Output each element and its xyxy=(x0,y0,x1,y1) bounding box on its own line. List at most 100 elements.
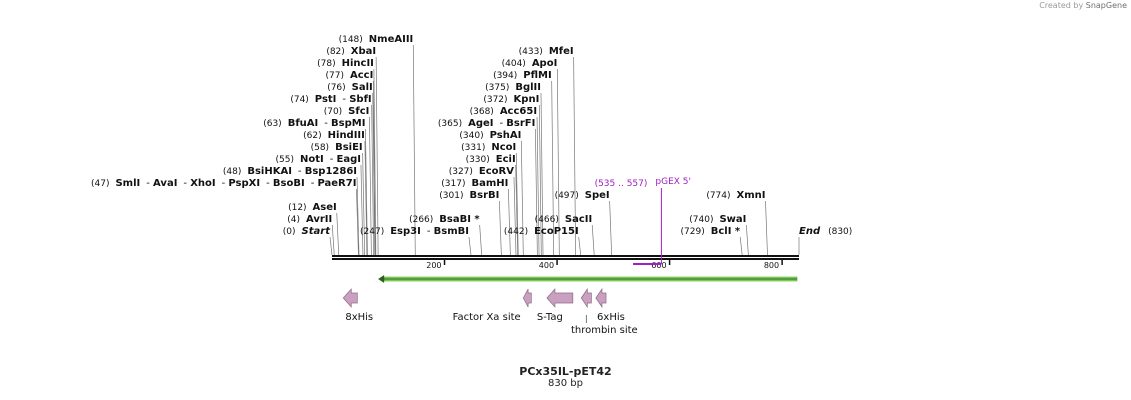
site-label: BfuAI xyxy=(288,118,319,129)
site-label: BsiEI xyxy=(335,142,363,153)
site-label: EcoP15I xyxy=(534,226,579,237)
site-label: BsaBI * xyxy=(439,214,480,225)
site-position: (77) xyxy=(326,71,344,81)
site-position: (76) xyxy=(327,83,345,93)
site-leader-line xyxy=(364,140,368,256)
site-label: XbaI xyxy=(351,46,376,57)
site-position: (774) xyxy=(706,191,730,201)
feature-label: 8xHis xyxy=(345,312,373,323)
site-position: (266) xyxy=(409,215,433,225)
site-separator: - xyxy=(342,94,346,105)
site-position: (4) xyxy=(287,215,300,225)
site-leader-line xyxy=(513,176,517,256)
site-position: (394) xyxy=(493,71,517,81)
site-leader-line xyxy=(746,224,749,256)
site-label: NcoI xyxy=(491,142,516,153)
feature-arrow xyxy=(342,288,358,308)
feature-arrow xyxy=(595,287,607,309)
site-label: XmnI xyxy=(737,190,766,201)
site-label: SalI xyxy=(352,82,373,93)
scale-tick-label: 600 xyxy=(651,261,666,270)
orf-arrowhead xyxy=(378,275,385,283)
site-label: SpeI xyxy=(585,190,610,201)
site-label: SacII xyxy=(565,214,592,225)
site-label: EagI xyxy=(336,154,360,165)
site-label: BamHI xyxy=(471,178,508,189)
site-leader-line xyxy=(356,176,360,256)
site-position: (47) xyxy=(91,179,109,189)
site-position: (466) xyxy=(535,215,559,225)
watermark-prefix: Created by xyxy=(1039,1,1084,10)
watermark-brand: SnapGene xyxy=(1085,1,1127,10)
site-label: Bsp1286I xyxy=(305,166,357,177)
site-position: (497) xyxy=(555,191,579,201)
feature-label: 6xHis xyxy=(597,312,625,323)
site-separator: - xyxy=(298,166,302,177)
site-position: (830) xyxy=(828,227,852,237)
site-position: (442) xyxy=(504,227,528,237)
site-label: PshAI xyxy=(490,130,522,141)
site-label: BclI * xyxy=(711,226,741,237)
site-leader-line xyxy=(573,56,576,256)
site-leader-line xyxy=(515,164,519,256)
site-leader-line xyxy=(765,200,768,256)
scale-tick-label: 200 xyxy=(426,261,441,270)
site-label: AccI xyxy=(350,70,373,81)
scale-tick-label: 800 xyxy=(764,261,779,270)
backbone-top-strand xyxy=(332,255,799,257)
site-position: (55) xyxy=(275,155,293,165)
site-leader-line xyxy=(538,104,542,256)
site-position: (247) xyxy=(360,227,384,237)
site-label: PstI xyxy=(315,94,337,105)
site-position: (74) xyxy=(290,95,308,105)
site-position: (48) xyxy=(223,167,241,177)
feature-label: thrombin site xyxy=(571,325,638,336)
site-position: (433) xyxy=(519,47,543,57)
plasmid-length: 830 bp xyxy=(548,378,583,389)
site-separator: - xyxy=(266,178,270,189)
site-label: SbfI xyxy=(349,94,371,105)
site-leader-line xyxy=(373,68,377,256)
site-label: PflMI xyxy=(523,70,551,81)
site-label: BspMI xyxy=(331,118,365,129)
site-leader-line xyxy=(329,236,333,256)
feature-label: S-Tag xyxy=(537,312,563,323)
site-label: EciI xyxy=(496,154,516,165)
site-leader-line xyxy=(540,92,544,256)
site-leader-line xyxy=(479,224,483,256)
site-leader-line xyxy=(362,152,365,256)
site-position: (78) xyxy=(317,59,335,69)
feature-arrow xyxy=(580,287,592,309)
site-label: HindIII xyxy=(328,130,365,141)
feature-label: Factor Xa site xyxy=(453,312,521,323)
feature-arrow xyxy=(546,288,574,308)
site-leader-line xyxy=(372,92,376,256)
site-position: (375) xyxy=(485,83,509,93)
site-separator: - xyxy=(183,178,187,189)
site-leader-line xyxy=(499,200,502,256)
site-position: (330) xyxy=(466,155,490,165)
site-leader-line xyxy=(369,116,372,256)
site-leader-line xyxy=(371,104,374,256)
site-position: (58) xyxy=(311,143,329,153)
site-leader-line xyxy=(556,68,560,256)
site-label: BsrFI xyxy=(506,118,535,129)
site-label: NmeAIII xyxy=(369,34,413,45)
site-position: (63) xyxy=(263,119,281,129)
site-position: (729) xyxy=(681,227,705,237)
site-label: BglII xyxy=(515,82,541,93)
site-label: KpnI xyxy=(514,94,540,105)
site-label: ApoI xyxy=(532,58,558,69)
site-leader-line xyxy=(520,140,524,256)
site-leader-line xyxy=(536,116,540,256)
site-leader-line xyxy=(591,224,595,256)
site-separator: - xyxy=(330,154,334,165)
site-leader-line xyxy=(360,164,364,256)
site-label: Start xyxy=(302,226,332,237)
site-position: (331) xyxy=(461,143,485,153)
site-leader-line xyxy=(356,188,359,256)
site-separator: - xyxy=(427,226,431,237)
site-label: MfeI xyxy=(549,46,574,57)
site-leader-line xyxy=(609,200,612,256)
site-label: BsrBI xyxy=(470,190,500,201)
